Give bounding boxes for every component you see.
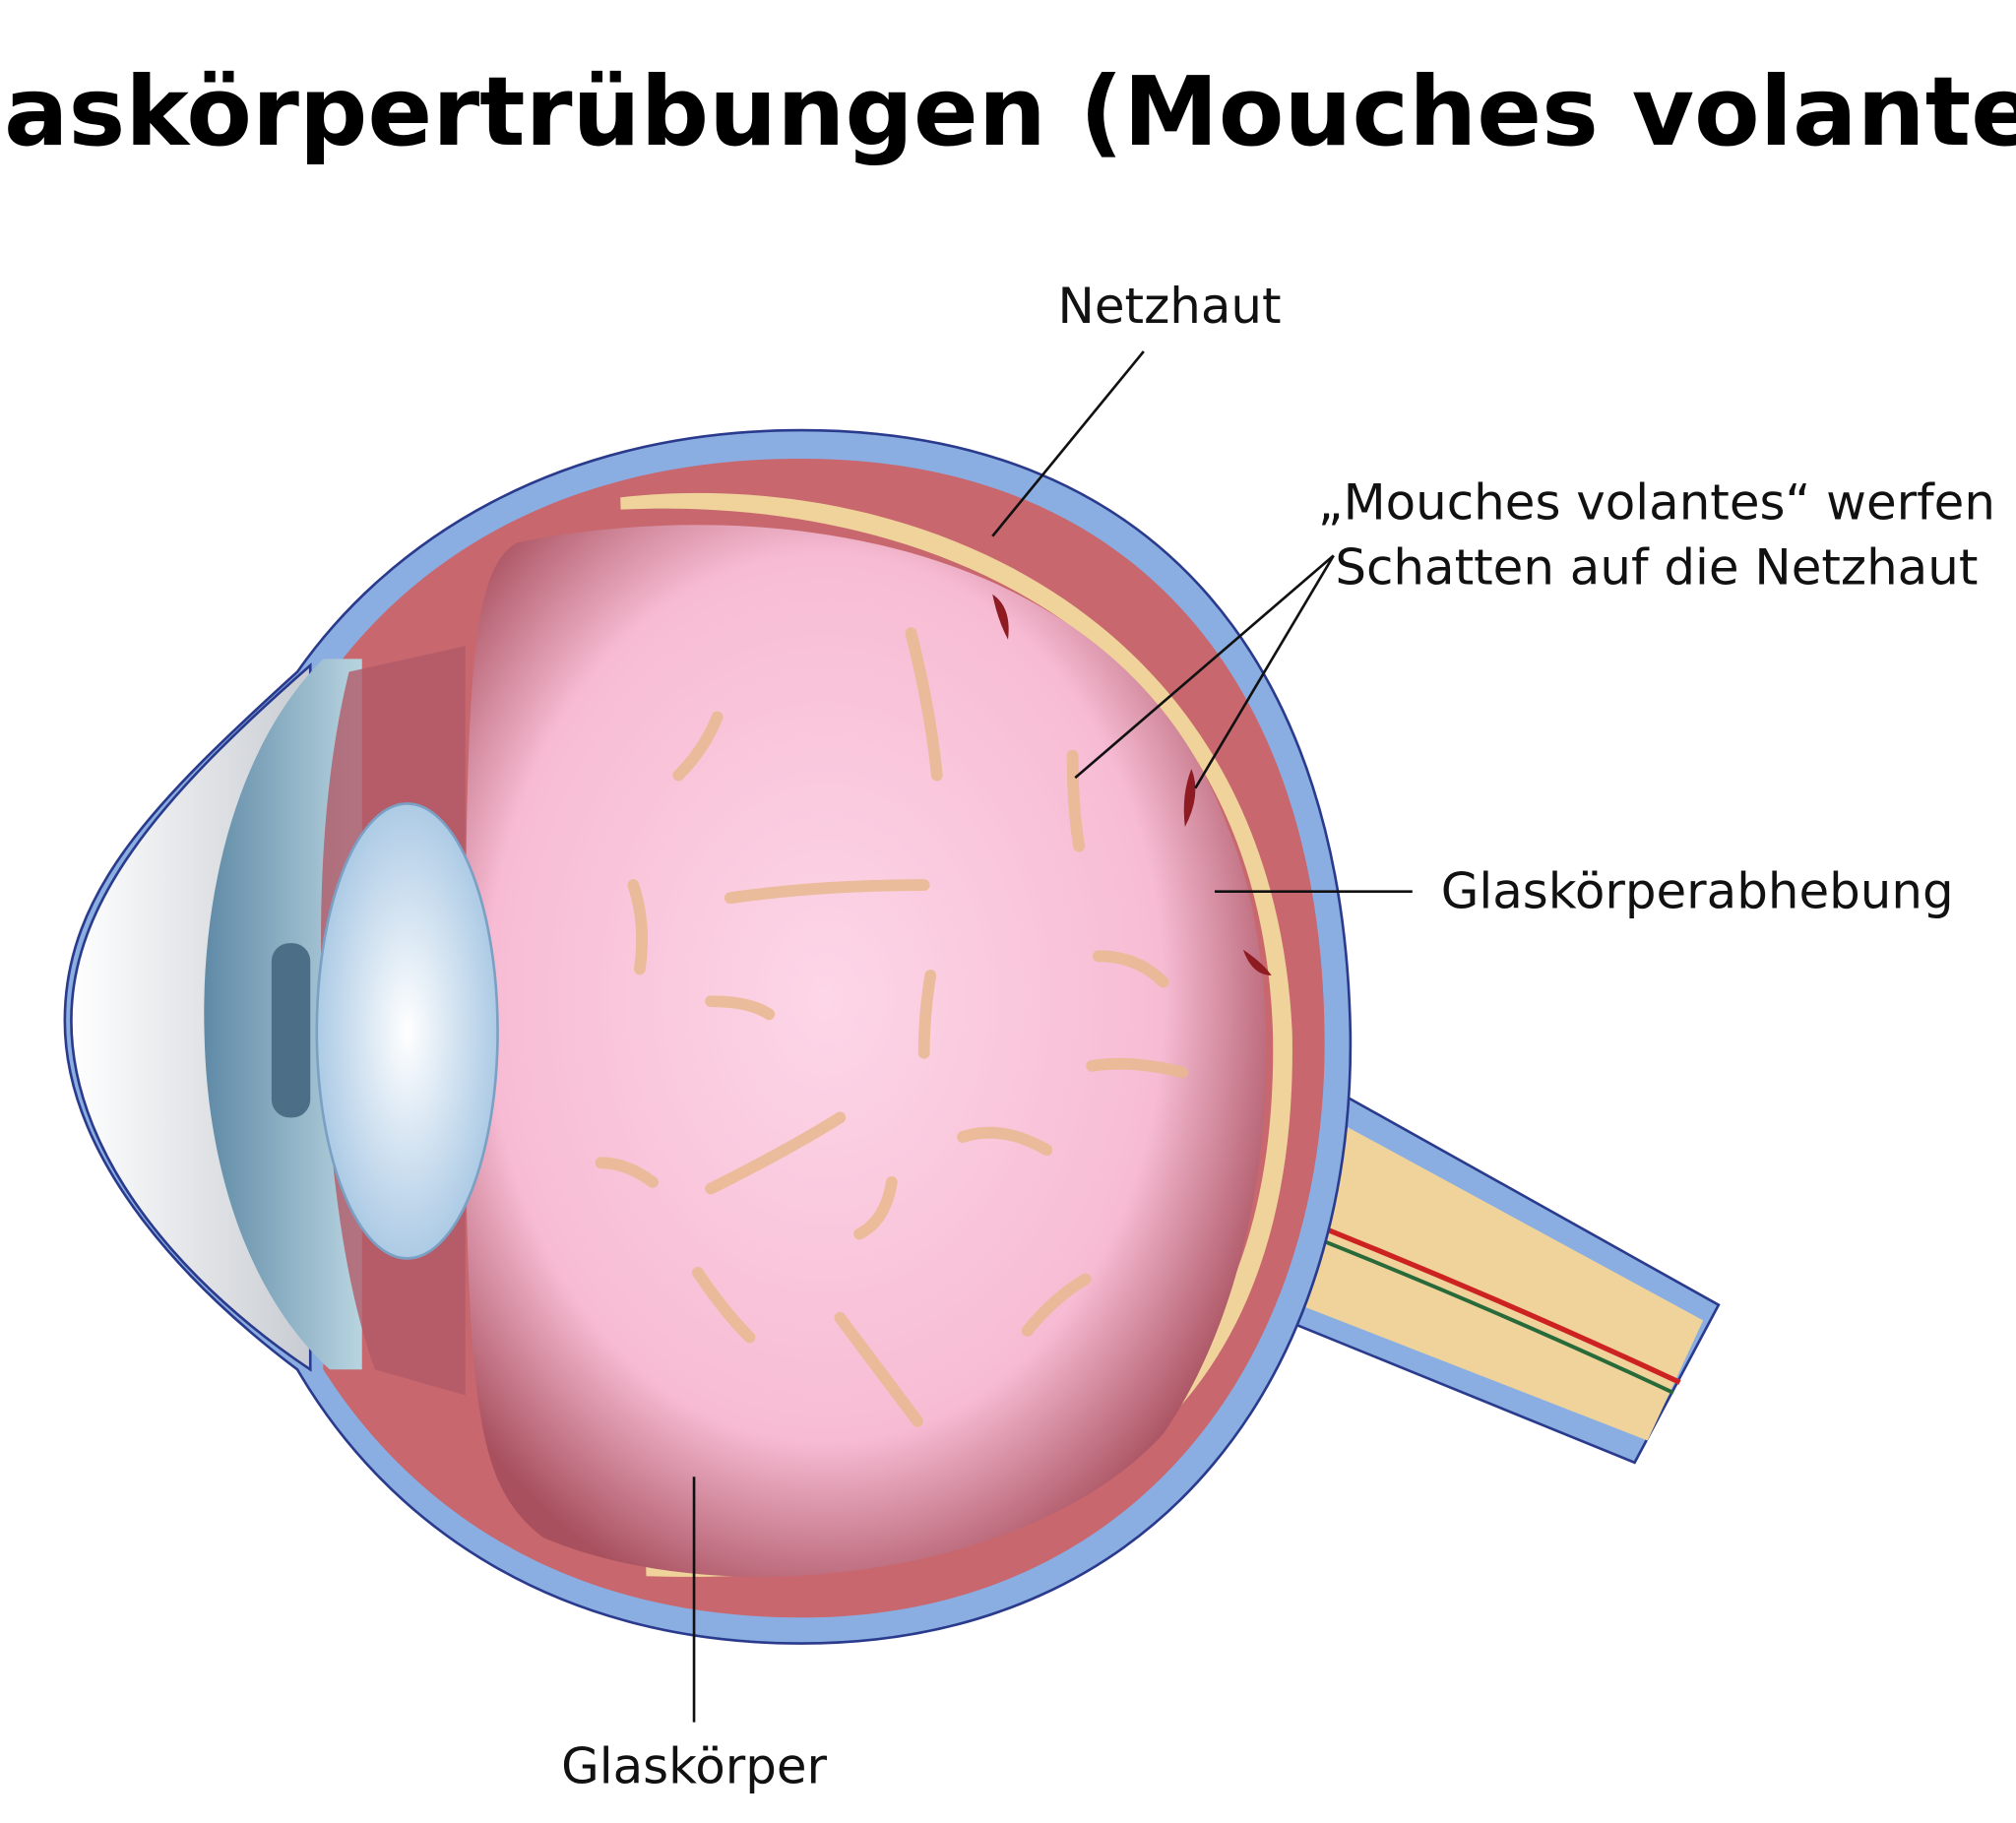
label-glaskoerper: Glaskörper: [561, 1737, 827, 1794]
floater: [692, 1266, 756, 1344]
floater: [595, 1157, 659, 1188]
vitreous-body: [465, 525, 1267, 1577]
retinal-spots: [992, 594, 1272, 975]
floater: [957, 1126, 1053, 1157]
floater: [1086, 1057, 1189, 1079]
leader-lines: [692, 350, 1413, 1723]
floater: [724, 879, 930, 905]
floater: [705, 995, 776, 1021]
floater: [672, 711, 724, 782]
diagram-title: Glaskörpertrübungen (Mouches volantes): [0, 56, 2016, 167]
floater: [917, 970, 937, 1059]
eyeball: [63, 428, 1353, 1645]
optic-nerve: [1272, 1090, 1721, 1465]
floater: [1066, 749, 1086, 852]
label-netzhaut: Netzhaut: [1058, 278, 1282, 335]
floater: [1092, 950, 1169, 988]
lens: [315, 802, 499, 1260]
label-floaters-1: „Mouches volantes“ werfen: [1318, 474, 1995, 532]
floater: [905, 627, 943, 782]
floaters: [595, 627, 1189, 1427]
floater: [834, 1311, 924, 1427]
label-floaters-2: Schatten auf die Netzhaut: [1335, 538, 1978, 596]
floater: [853, 1176, 898, 1240]
floater: [1021, 1273, 1092, 1337]
floater: [705, 1111, 847, 1195]
floater: [627, 879, 648, 975]
label-glaskoerperabhebung: Glaskörperabhebung: [1441, 863, 1954, 920]
